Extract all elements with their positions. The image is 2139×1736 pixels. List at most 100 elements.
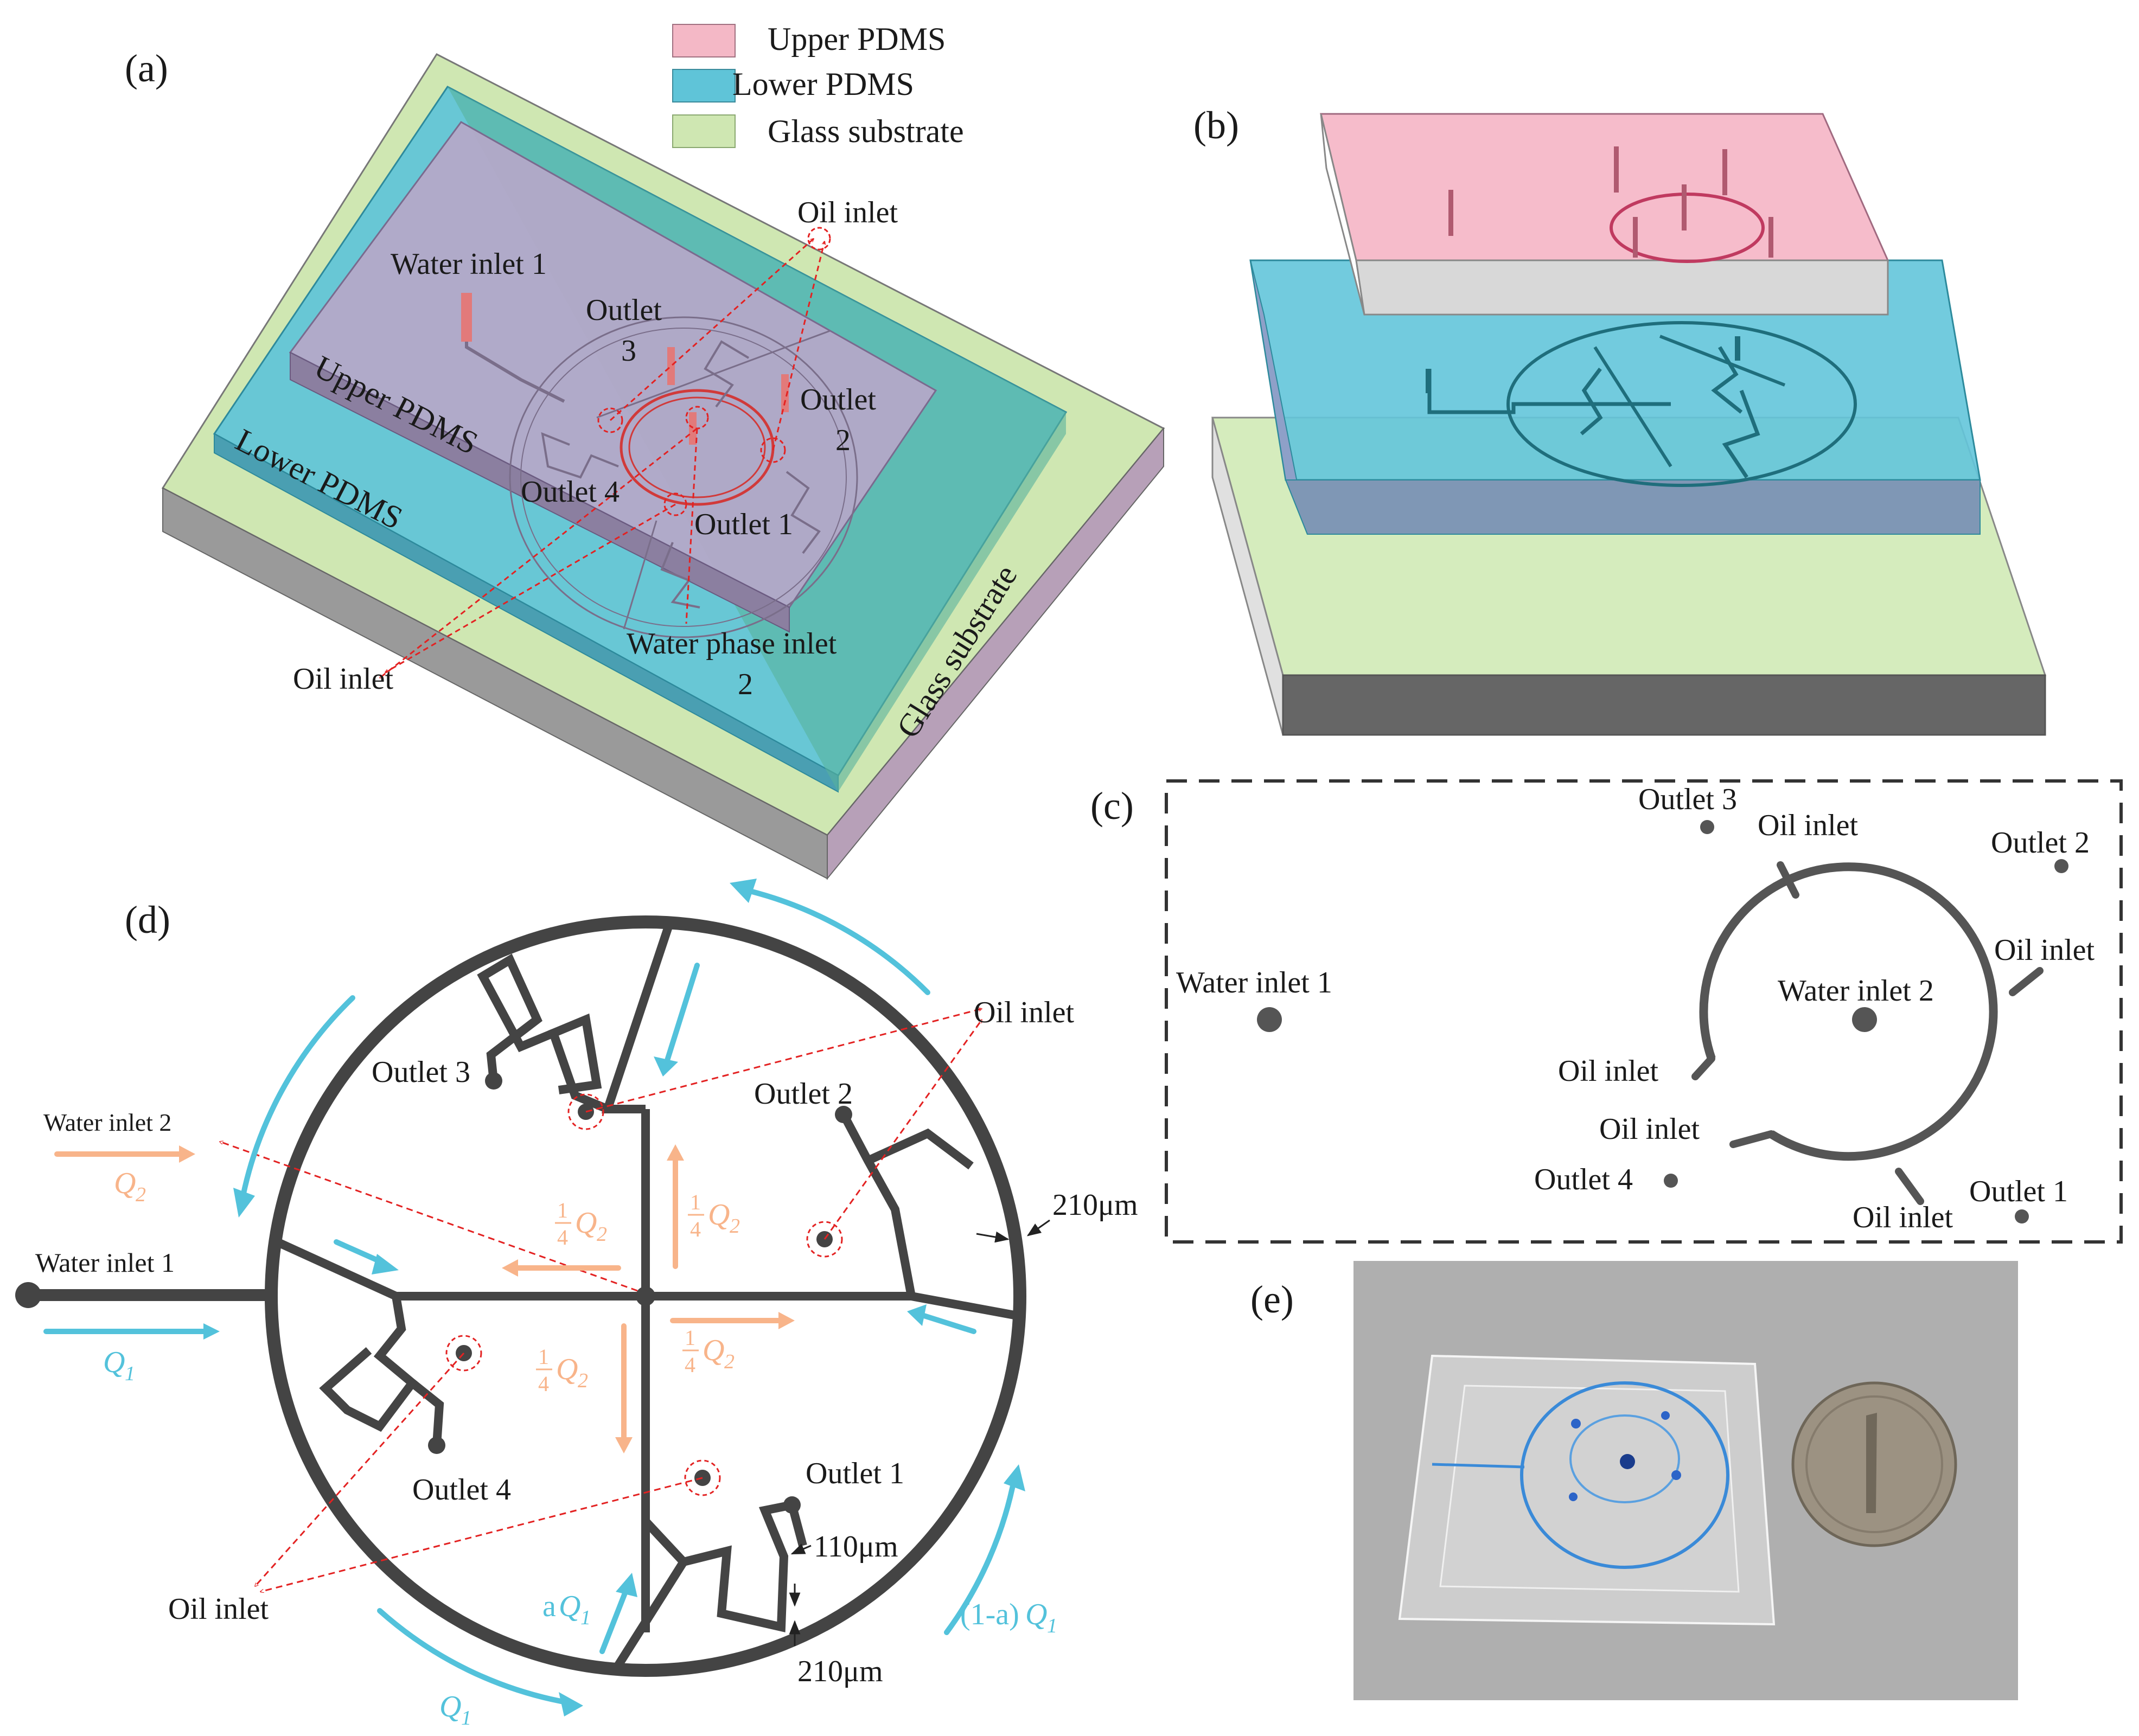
upper-ring-channel-inner — [628, 396, 766, 498]
upper-ring-b — [1610, 193, 1765, 263]
quarter-right-num: 1 — [685, 1325, 695, 1350]
coin-rim — [1805, 1395, 1943, 1533]
dim-arrow-210-right-2 — [1026, 1219, 1050, 1237]
blue-arrowheads — [203, 879, 1025, 1716]
quarter-left-q: Q — [575, 1206, 597, 1240]
panel-label-c: (c) — [1090, 784, 1134, 828]
one-minus-a-prefix: (1-a) — [960, 1598, 1019, 1631]
chip-pdms — [1439, 1385, 1740, 1593]
label-outlet-3-c: Outlet 3 — [1638, 783, 1737, 816]
outlet-2-port-c — [2054, 859, 2068, 873]
aq1-a: a — [542, 1590, 556, 1623]
label-outlet-3-a-line1: Outlet — [586, 293, 662, 327]
blue-head-bottom-spoke — [616, 1573, 637, 1597]
label-oil-inlet-top-a: Oil inlet — [797, 196, 898, 229]
legend-label-lower: Lower PDMS — [732, 66, 914, 102]
leader-water-phase — [685, 428, 698, 624]
quarter-right-q: Q — [703, 1334, 724, 1367]
q2-inlet-sub: 2 — [136, 1183, 146, 1206]
outer-ring-channel-inner — [520, 328, 847, 627]
chip-inner-ring — [1569, 1414, 1680, 1503]
q1-label-bottom: Q 1 — [439, 1690, 471, 1729]
outlet-1-port-c — [2015, 1209, 2029, 1223]
label-oil-inlet-bottom-a: Oil inlet — [293, 662, 394, 696]
water-inlet-1-port-c — [1257, 1007, 1282, 1032]
label-210um-right: 210μm — [1052, 1188, 1138, 1222]
panel-label-a: (a) — [125, 47, 168, 90]
spoke-b-2 — [1659, 335, 1786, 387]
label-outlet-1-c: Outlet 1 — [1969, 1175, 2068, 1208]
channel-zigzag-top — [704, 340, 750, 408]
label-oil-inlet-5-c: Oil inlet — [1853, 1201, 1953, 1234]
spoke-left-d — [269, 1235, 398, 1301]
blue-arrow-bottom-spoke — [599, 1586, 629, 1654]
one-minus-a-q: Q — [1025, 1598, 1047, 1631]
label-water-inlet-2-d: Water inlet 2 — [43, 1109, 171, 1136]
chip-ring — [1520, 1381, 1729, 1569]
blue-arrow-bottom-arc — [377, 1608, 572, 1706]
leader-oil-top-2 — [772, 241, 825, 451]
chip-dot-4 — [1661, 1411, 1670, 1420]
pin-b-6 — [1633, 217, 1638, 258]
q1-inlet-q: Q — [103, 1346, 125, 1379]
legend-swatch-glass — [672, 114, 736, 148]
outlet-post-3 — [667, 347, 675, 385]
q2-inlet-q: Q — [114, 1167, 136, 1200]
blue-arrow-left-arc — [239, 995, 355, 1207]
branch-outlet-4-d — [319, 1295, 418, 1432]
label-oil-inlet-2-c: Oil inlet — [1994, 933, 2095, 967]
quarter-up-q: Q — [708, 1198, 730, 1232]
panel-e-photo — [1353, 1261, 2018, 1700]
outlet-3-port-c — [1700, 820, 1714, 834]
water-inlet-1-port-d — [15, 1282, 41, 1308]
label-oil-inlet-1-c: Oil inlet — [1758, 809, 1859, 842]
oil-marker-d-4 — [684, 1459, 721, 1496]
label-outlet-4-a: Outlet 4 — [521, 475, 620, 509]
blue-head-top-arc — [730, 879, 757, 903]
upper-pdms-front-b — [1355, 259, 1889, 316]
label-water-inlet-1-c: Water inlet 1 — [1176, 966, 1332, 1000]
leader-oil-bottom-2 — [385, 503, 676, 674]
spoke-b-1 — [1593, 346, 1672, 467]
outlet-4-port-d — [428, 1437, 445, 1454]
spoke-top-d — [601, 920, 674, 1113]
label-outlet-1-a: Outlet 1 — [694, 508, 793, 541]
q1-bottom-sub: 1 — [461, 1707, 471, 1729]
label-oil-inlet-3-c: Oil inlet — [1558, 1054, 1659, 1088]
post-b-1 — [1426, 369, 1431, 393]
q1-inlet-sub: 1 — [125, 1362, 135, 1385]
outlet-2-port-d — [835, 1106, 852, 1123]
q1-bottom-q: Q — [439, 1690, 461, 1724]
branch-outlet-2-d — [839, 1112, 916, 1297]
oil-marker-d-1 — [567, 1093, 604, 1130]
leader-d-oil-bottom-1 — [255, 1352, 465, 1586]
dim-arrow-210-right-1 — [976, 1231, 1010, 1243]
label-water-inlet-1-d: Water inlet 1 — [35, 1247, 175, 1278]
leader-d-oil-bottom-2 — [260, 1477, 703, 1592]
leader-oil-bottom-1 — [380, 427, 698, 678]
label-oil-inlet-top-d: Oil inlet — [974, 996, 1075, 1029]
label-outlet-3-a-line2: 3 — [621, 334, 636, 368]
leader-d-water-inlet-2 — [220, 1142, 638, 1292]
quarter-down-num: 1 — [538, 1344, 549, 1369]
leader-d-oil-top-2 — [823, 1020, 983, 1240]
outlet-1-port-d — [783, 1496, 801, 1514]
pin-b-5 — [1768, 217, 1773, 258]
oil-stub-top — [1777, 861, 1799, 899]
label-outlet-3-d: Outlet 3 — [372, 1055, 470, 1089]
chip-inlet-line — [1432, 1463, 1525, 1469]
quarter-up-sub: 2 — [730, 1215, 740, 1238]
orange-head-down — [615, 1437, 633, 1453]
label-water-inlet-2-c: Water inlet 2 — [1778, 974, 1934, 1008]
label-outlet-2-c: Outlet 2 — [1991, 826, 2090, 860]
outlet-post-2 — [781, 374, 789, 412]
legend-swatch-lower — [672, 69, 736, 103]
quarter-left-num: 1 — [557, 1198, 568, 1222]
orange-head-up — [667, 1144, 684, 1161]
panel-a-isometric-chip: Water inlet 1 Oil inlet Outlet 3 Outlet … — [161, 53, 1165, 880]
zigzag-b-2 — [1711, 346, 1743, 414]
oil-inlet-marker-left — [597, 407, 623, 433]
blue-head-right-arc — [1004, 1464, 1025, 1491]
legend-label-upper: Upper PDMS — [768, 21, 946, 57]
oil-stub-bottom — [1895, 1168, 1924, 1205]
